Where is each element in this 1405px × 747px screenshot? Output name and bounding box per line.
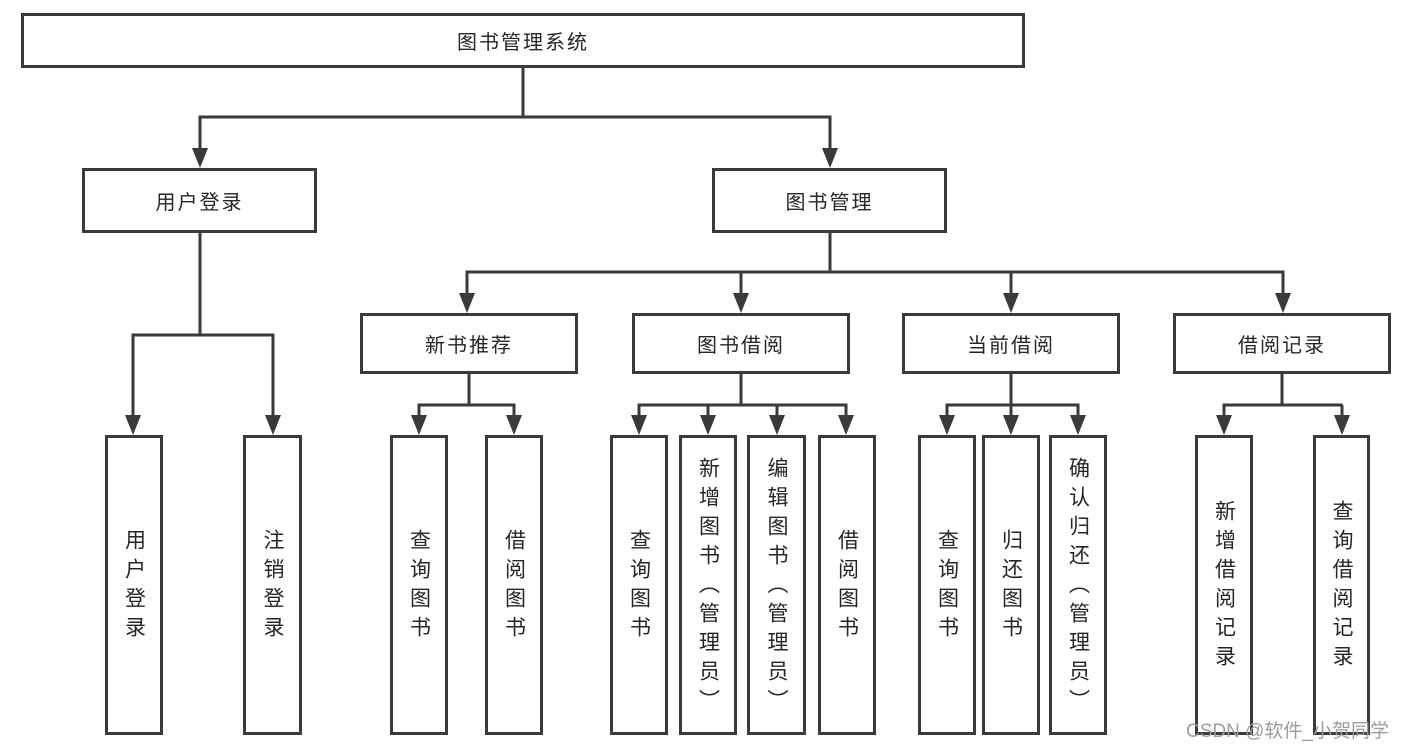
leaf-borrow-books: 借阅图书 (818, 435, 876, 735)
leaf-edit-books-admin: 编辑图书（管理员） (747, 435, 806, 735)
node-user-login-branch: 用户登录 (82, 168, 317, 233)
node-book-borrowing: 图书借阅 (632, 313, 850, 374)
node-current-borrowing: 当前借阅 (902, 313, 1120, 374)
node-book-management-branch: 图书管理 (712, 168, 947, 233)
leaf-logout: 注销登录 (243, 435, 302, 735)
leaf-query-borrow-record: 查询借阅记录 (1313, 435, 1370, 735)
leaf-query-books-recommend: 查询图书 (390, 435, 448, 735)
node-new-book-recommendation: 新书推荐 (360, 313, 578, 374)
leaf-user-login: 用户登录 (105, 435, 163, 735)
csdn-watermark: CSDN @软件_小贺同学 (1186, 721, 1389, 742)
leaf-add-borrow-record: 新增借阅记录 (1195, 435, 1253, 735)
node-root-system: 图书管理系统 (21, 13, 1025, 68)
node-borrowing-records: 借阅记录 (1173, 313, 1391, 374)
leaf-query-books-current: 查询图书 (918, 435, 976, 735)
leaf-query-books-borrowing: 查询图书 (610, 435, 668, 735)
leaf-return-books: 归还图书 (982, 435, 1040, 735)
leaf-confirm-return-admin: 确认归还（管理员） (1049, 435, 1107, 735)
leaf-add-books-admin: 新增图书（管理员） (679, 435, 737, 735)
leaf-borrow-books-recommend: 借阅图书 (485, 435, 543, 735)
arrowheads (125, 148, 1350, 435)
